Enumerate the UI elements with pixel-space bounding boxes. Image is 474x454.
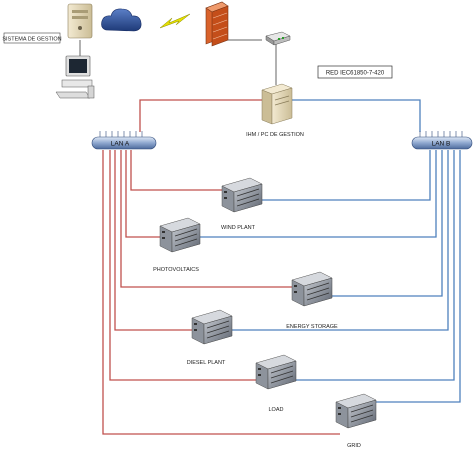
management-server-icon <box>67 3 93 39</box>
ihm-server-icon <box>261 83 293 125</box>
lan-a-bus: LAN A <box>91 131 157 150</box>
computer-icon <box>55 55 95 99</box>
grid-rack-icon <box>335 393 377 429</box>
diesel-plant-label: DIESEL PLANT <box>187 360 226 366</box>
lan-b-label: LAN B <box>432 141 451 148</box>
load-rack-icon <box>255 354 297 390</box>
photovoltaics-label: PHOTOVOLTAICS <box>153 267 199 273</box>
cloud-icon <box>101 8 142 32</box>
red-label: RED IEC61850-7-420 <box>326 71 385 77</box>
sistema-label: SISTEMA DE GESTION <box>2 37 61 43</box>
red-label-box: RED IEC61850-7-420 <box>317 65 393 79</box>
energy-storage-label: ENERGY STORAGE <box>286 324 338 330</box>
lan-a-links <box>102 99 340 435</box>
photovoltaics-rack-icon <box>159 217 201 253</box>
wind-plant-rack-icon <box>221 177 263 213</box>
lightning-icon <box>159 13 191 29</box>
ihm-label: IHM / PC DE GESTION <box>246 132 304 138</box>
lan-b-bus: LAN B <box>411 131 473 150</box>
lan-b-links <box>200 99 461 403</box>
grid-label: GRID <box>347 443 361 449</box>
switch-icon <box>265 31 291 46</box>
management-links <box>79 39 277 85</box>
load-label: LOAD <box>269 407 284 413</box>
diesel-plant-rack-icon <box>191 309 233 345</box>
energy-storage-rack-icon <box>291 271 333 307</box>
sistema-label-box: SISTEMA DE GESTION <box>2 32 62 44</box>
firewall-icon <box>205 1 229 47</box>
wind-plant-label: WIND PLANT <box>221 225 256 231</box>
lan-a-label: LAN A <box>111 141 130 148</box>
